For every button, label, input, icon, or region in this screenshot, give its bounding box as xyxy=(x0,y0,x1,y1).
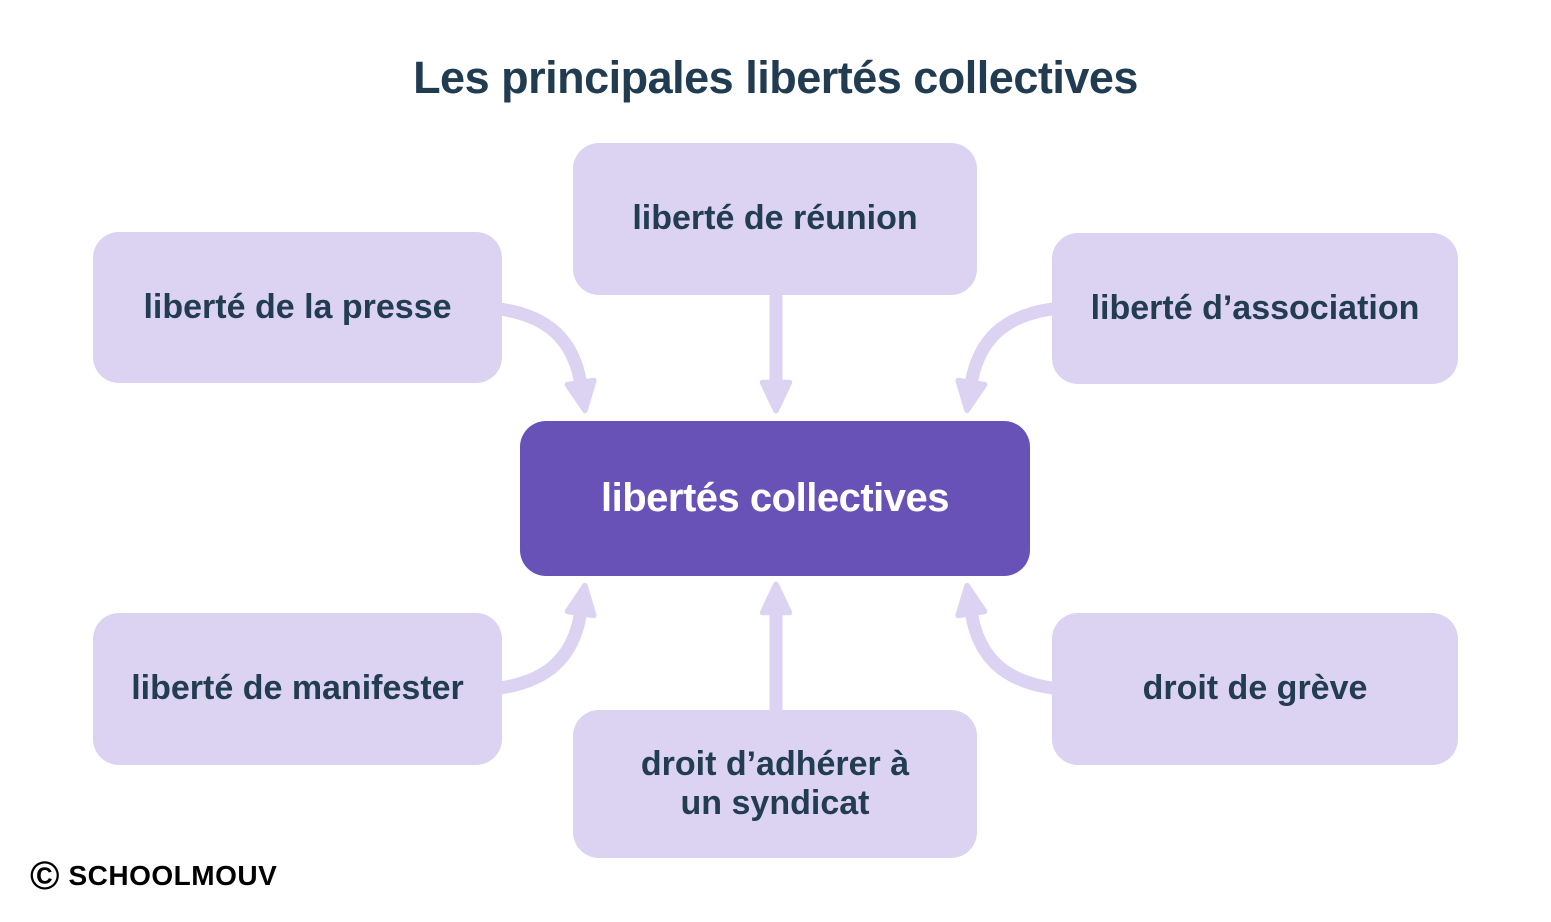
node-label-association: liberté d’association xyxy=(1090,288,1420,327)
node-label-reunion: liberté de réunion xyxy=(632,199,918,238)
arrow-greve-to-center xyxy=(955,582,1059,695)
arrow-association-to-center xyxy=(955,302,1059,414)
node-label-presse: liberté de la presse xyxy=(143,287,452,326)
node-label-syndicat: droit d’adhérer à un syndicat xyxy=(640,744,910,822)
node-box-greve: droit de grève xyxy=(1052,613,1458,765)
schoolmouv-logo: © SCHOOLMOUV xyxy=(30,856,277,896)
node-box-presse: liberté de la presse xyxy=(93,232,502,383)
node-label-greve: droit de grève xyxy=(1142,669,1368,708)
node-box-manifester: liberté de manifester xyxy=(93,613,502,765)
arrow-presse-to-center xyxy=(493,302,597,414)
copyright-icon: © xyxy=(30,854,60,898)
brand-text: SCHOOLMOUV xyxy=(68,860,278,891)
center-node-box: libertés collectives xyxy=(520,421,1030,576)
node-label-manifester: liberté de manifester xyxy=(131,669,464,708)
node-box-syndicat: droit d’adhérer à un syndicat xyxy=(573,710,977,858)
diagram-title: Les principales libertés collectives xyxy=(413,52,1138,103)
node-box-association: liberté d’association xyxy=(1052,233,1458,384)
node-box-reunion: liberté de réunion xyxy=(573,143,977,295)
center-node-label: libertés collectives xyxy=(601,476,949,520)
arrow-manifester-to-center xyxy=(493,582,597,695)
